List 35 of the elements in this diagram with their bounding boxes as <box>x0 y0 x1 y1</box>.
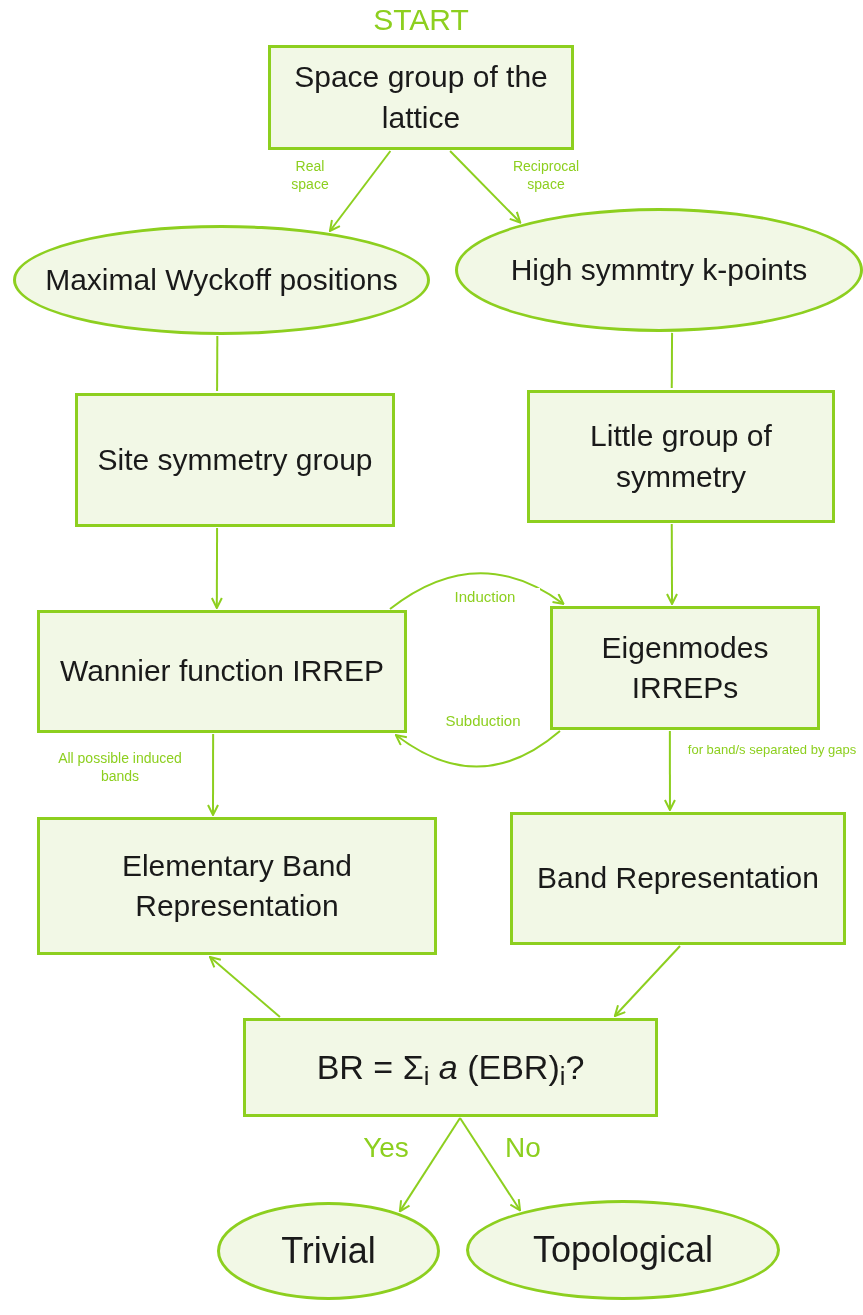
node-text: High symmtry k-points <box>510 251 808 288</box>
node-text: Eigenmodes IRREPs <box>600 629 770 706</box>
arrow <box>394 730 561 768</box>
arrow <box>209 956 281 1018</box>
node-text: Wannier function IRREP <box>60 653 384 690</box>
node-text: Elementary Band Representation <box>120 847 354 924</box>
arrow <box>398 1117 462 1213</box>
node-text: Topological <box>532 1227 714 1272</box>
node-text: Site symmetry group <box>97 441 373 478</box>
node-text: Little group of symmetry <box>589 418 773 495</box>
arrow <box>666 523 678 605</box>
process-box <box>243 1018 658 1117</box>
process-box <box>75 393 395 527</box>
node-text: Space group of the lattice <box>293 59 549 136</box>
arrow <box>449 150 522 224</box>
arrow <box>613 945 681 1017</box>
process-box <box>37 610 407 733</box>
process-box <box>527 390 835 523</box>
node-text: Maximal Wyckoff positions <box>45 261 398 298</box>
arrow <box>459 1117 521 1212</box>
connector-line <box>670 331 674 389</box>
arrow <box>210 527 223 609</box>
arrow <box>663 730 676 811</box>
process-box <box>550 606 820 730</box>
arrow <box>328 150 392 232</box>
arrow <box>207 733 219 816</box>
node-text: Trivial <box>281 1228 376 1273</box>
node-text: Band Representation <box>537 860 819 897</box>
node-text: BR = Σ$_{i}$ a (EBR)$_{i}$? <box>316 1046 585 1091</box>
arrow <box>389 572 565 610</box>
process-box <box>268 45 574 150</box>
start-label: START <box>372 5 470 35</box>
process-box <box>37 817 437 955</box>
process-box <box>510 812 846 945</box>
connector-line <box>216 335 219 392</box>
